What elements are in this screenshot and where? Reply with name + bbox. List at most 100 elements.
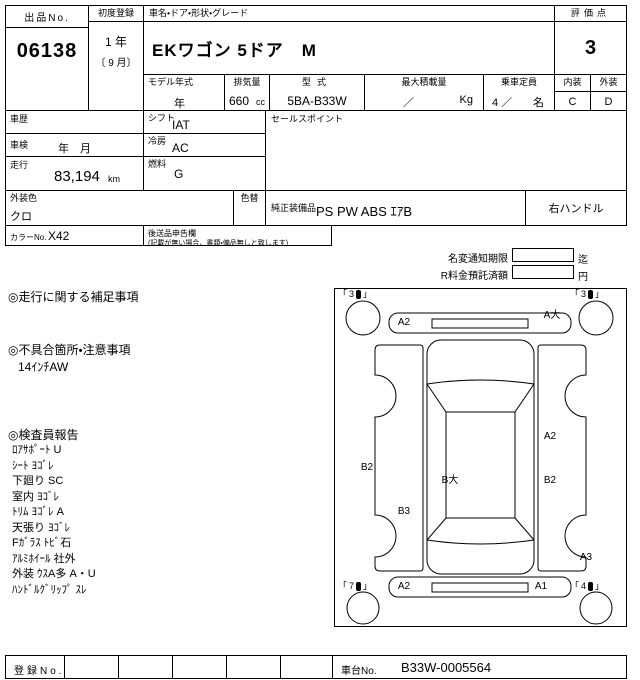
first-reg-value-cell: 1 年 〔 9 月〕 [88,21,144,111]
exterior-grade-cell: 外装 D [590,74,627,111]
trunk-line [426,539,535,545]
sales-point-label: セールスポイント [271,114,344,124]
bracket-open: 「 [570,289,580,299]
name-change-deadline-box [512,248,574,262]
equipment-value: PS PW ABS ｴｱB [316,204,413,219]
inspection-value: 年 月 [58,143,91,155]
equipment-label: 純正装備品 [271,203,317,213]
tire-depth-front-right: 「3」 [570,290,604,299]
registration-no-box: 登録No. [5,655,333,679]
damage-marker-rear-bumper-left: A2 [397,581,411,592]
exterior-grade: D [604,96,613,108]
tire-depth-value: 4 [581,581,587,591]
lot-no-value: 06138 [16,40,78,62]
aircon-label: 冷房 [148,136,167,146]
score-value: 3 [584,36,597,59]
rear-window-line [426,517,535,541]
left-side-panel [374,344,424,572]
body-color-label: 外装色 [10,193,38,203]
model-year-cell: モデル年式 年 [143,74,225,111]
bracket-close: 」 [595,581,605,591]
car-name-value: EKワゴン 5ドア M [152,40,317,60]
capacity-label: 乗車定員 [500,77,537,87]
wheel-rear-right [579,591,613,625]
bracket-open: 「 [338,289,348,299]
damage-marker-right-rear-door: B2 [543,475,557,486]
displacement-cell: 排気量 660 cc [224,74,270,111]
tire-icon [588,582,594,591]
equipment-cell: 純正装備品 PS PW ABS ｴｱB [265,190,526,226]
wheel-front-left [345,300,381,336]
first-reg-year: 1 年 [104,35,127,49]
chassis-no-label: 車台No. [341,666,377,677]
body-color-value: クロ [10,211,32,223]
tire-depth-value: 7 [349,581,355,591]
score-header-cell: 評価点 [554,5,627,22]
mileage-notes-heading: ◎走行に関する補足事項 [8,290,139,304]
damage-marker-left-side: B2 [360,462,374,473]
later-items-cell: 後送品申告欄 (記載が無い場合、書類・備品無しと致します) [143,225,332,247]
inspector-report-list: ﾛｱｻﾎﾟｰﾄ U ｼｰﾄ ﾖｺﾞﾚ 下廻り SC 室内 ﾖｺﾞﾚ ﾄﾘﾑ ﾖｺ… [12,443,96,598]
capacity-cell: 乗車定員 4 ／ 名 [483,74,555,111]
max-load-value: ／ [403,97,414,109]
lot-no-header-cell: 出品No. [5,5,89,28]
max-load-cell: 最大積載量 ／ Kg [364,74,484,111]
capacity-unit: 名 [533,97,544,109]
name-change-deadline-label: 名変通知期限 [448,254,508,265]
chassis-no-value: B33W-0005564 [401,660,492,675]
damage-marker-front-bumper: A2 [397,317,411,328]
divider [591,91,626,92]
divider [280,656,281,678]
mileage-unit: km [108,174,120,184]
car-body-top-view [426,339,535,575]
color-no-label: カラーNo. [10,233,47,242]
report-item: ｱﾙﾐﾎｲｰﾙ 社外 [12,552,76,565]
handle-value: 右ハンドル [548,203,604,215]
fuel-label: 燃料 [148,159,167,169]
tire-icon [356,582,362,591]
aircon-cell: 冷房 AC [143,133,266,157]
divider [226,656,227,678]
vehicle-diagram: 「3」 「3」 「7」 「4」 A2 A大 B2 B大 B3 A2 B2 A3 … [334,288,627,627]
bracket-close: 」 [363,289,373,299]
windshield-line [426,383,535,413]
hood-line [426,379,535,385]
defect-item: 14ｲﾝﾁAW [18,360,69,374]
inspection-cell: 車検 年 月 [5,133,144,157]
report-item: ﾛｱｻﾎﾟｰﾄ U [12,444,62,456]
first-reg-month: 〔 9 月〕 [95,58,137,69]
mileage-value: 83,194 [54,168,100,185]
report-item: ﾄﾘﾑ ﾖｺﾞﾚ A [12,506,64,518]
right-side-panel [537,344,587,572]
model-code-cell: 型式 5BA-B33W [269,74,365,111]
shift-label: シフト [148,113,176,123]
displacement-unit: cc [256,97,265,107]
mileage-label: 走行 [10,160,29,170]
divider [555,91,590,92]
wheel-rear-left [346,591,380,625]
damage-marker-right-rear: A3 [579,552,593,563]
later-items-label: 後送品申告欄 [148,229,196,238]
tire-depth-rear-left: 「7」 [338,582,372,591]
score-label: 評価点 [570,8,610,18]
interior-label: 内装 [563,77,582,87]
interior-grade-cell: 内装 C [554,74,591,111]
shift-value: IAT [172,118,190,132]
chassis-no-box: 車台No. B33W-0005564 [332,655,627,679]
report-item: 外装 ｳｽA多 A・U [12,568,96,580]
sales-point-cell: セールスポイント [265,110,627,191]
max-load-label: 最大積載量 [401,77,447,87]
tire-depth-rear-right: 「4」 [570,582,604,591]
report-item: Fｶﾞﾗｽ ﾄﾋﾞ石 [12,537,72,549]
report-item: 天張り ﾖｺﾞﾚ [12,521,71,534]
report-item: ﾊﾝﾄﾞﾙｸﾞﾘｯﾌﾟ ｽﾚ [12,583,87,596]
lot-no-value-cell: 06138 [5,27,89,111]
color-change-label: 色替 [240,193,259,203]
score-value-cell: 3 [554,21,627,75]
tire-icon [588,290,594,299]
tire-depth-front-left: 「3」 [338,290,372,299]
deposit-label: R料金預託済額 [440,271,508,282]
lot-no-label: 出品No. [24,13,70,24]
first-reg-label: 初度登録 [97,8,134,18]
